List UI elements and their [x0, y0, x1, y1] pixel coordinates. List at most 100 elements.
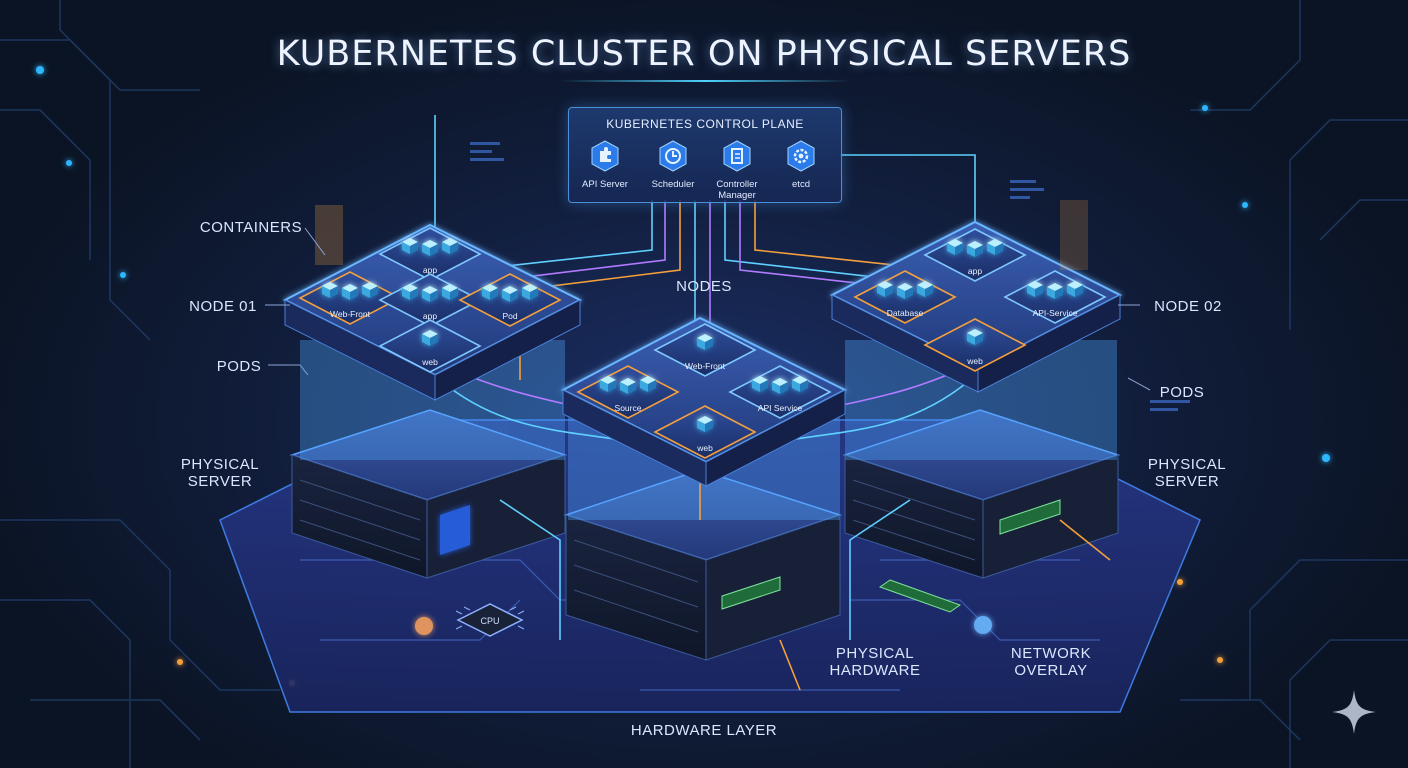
background-nodes: [36, 66, 1330, 462]
node-02-platform: [829, 220, 1123, 393]
container-cube-icon: [877, 281, 893, 297]
container-cube-icon: [422, 286, 438, 302]
cp-etcd: etcd: [769, 140, 833, 190]
label-hardware-layer: HARDWARE LAYER: [630, 722, 778, 739]
cp-controller-manager: Controller Manager: [705, 140, 769, 201]
label-pods-left: PODS: [216, 358, 262, 375]
container-cube-icon: [422, 330, 438, 346]
center-node-platform: [560, 316, 848, 487]
orange-glow-right: [1060, 200, 1088, 270]
pod-label: Source: [615, 403, 642, 413]
puzzle-icon: [591, 140, 619, 172]
container-cube-icon: [640, 376, 656, 392]
server-right: [842, 409, 1121, 579]
container-cube-icon: [917, 281, 933, 297]
pod-label: Web-Front: [330, 309, 371, 319]
cp-controller-manager-label: Controller Manager: [716, 179, 758, 201]
container-cube-icon: [1047, 283, 1063, 299]
container-cube-icon: [772, 378, 788, 394]
pod-center-node-3: web: [653, 405, 757, 459]
label-containers: CONTAINERS: [199, 219, 303, 236]
cp-etcd-label: etcd: [792, 179, 810, 190]
container-cube-icon: [620, 378, 636, 394]
container-cube-icon: [987, 239, 1003, 255]
title-underline: [560, 80, 850, 82]
orange-glow-left: [315, 205, 343, 265]
container-cube-icon: [342, 284, 358, 300]
container-cube-icon: [1067, 281, 1083, 297]
pod-node-02-2: API-Service: [1003, 270, 1107, 324]
cp-api-server-label: API Server: [582, 179, 628, 190]
container-cube-icon: [402, 238, 418, 254]
container-cube-icon: [1027, 281, 1043, 297]
control-plane-title: KUBERNETES CONTROL PLANE: [606, 117, 804, 131]
container-cube-icon: [402, 284, 418, 300]
cpu-label: CPU: [480, 616, 499, 626]
clock-icon: [659, 140, 687, 172]
server-center: [563, 469, 843, 661]
pod-node-02-0: app: [923, 228, 1027, 282]
container-cube-icon: [482, 284, 498, 300]
cp-scheduler: Scheduler: [641, 140, 705, 190]
pod-label: app: [423, 311, 437, 321]
label-network-overlay: NETWORK OVERLAY: [1010, 645, 1092, 679]
pod-label: web: [421, 357, 438, 367]
pod-node-01-4: web: [378, 319, 482, 373]
pod-node-02-1: Database: [853, 270, 957, 324]
pod-label: web: [696, 443, 713, 453]
pod-node-01-3: Pod: [458, 273, 562, 327]
gear-icon: [787, 140, 815, 172]
sparkle-icon: [1332, 690, 1376, 734]
pod-label: Pod: [502, 311, 517, 321]
container-cube-icon: [322, 282, 338, 298]
decorative-bars: [470, 142, 1190, 411]
cpu-chip: [455, 603, 525, 637]
container-cube-icon: [967, 241, 983, 257]
pod-center-node-2: API Service: [728, 365, 832, 419]
label-node-02: NODE 02: [1154, 298, 1222, 315]
server-left: [289, 409, 568, 579]
container-cube-icon: [442, 284, 458, 300]
pod-label: Web-Front: [685, 361, 726, 371]
container-cube-icon: [697, 334, 713, 350]
label-pods-right: PODS: [1159, 384, 1205, 401]
pod-label: API Service: [758, 403, 803, 413]
pod-label: web: [966, 356, 983, 366]
label-node-01: NODE 01: [189, 298, 257, 315]
callout-lines: [265, 227, 1151, 391]
container-cube-icon: [502, 286, 518, 302]
pod-node-01-2: app: [378, 273, 482, 327]
pod-label: Database: [887, 308, 924, 318]
container-cube-icon: [947, 239, 963, 255]
container-cube-icon: [522, 284, 538, 300]
container-cube-icon: [792, 376, 808, 392]
pod-center-node-1: Source: [576, 365, 680, 419]
control-plane-box: KUBERNETES CONTROL PLANE API Server Sche…: [568, 107, 842, 203]
label-nodes: NODES: [676, 278, 732, 295]
label-physical-hardware: PHYSICAL HARDWARE: [829, 645, 921, 679]
label-physical-server-right: PHYSICAL SERVER: [1147, 456, 1227, 490]
container-cube-icon: [442, 238, 458, 254]
container-cube-icon: [362, 282, 378, 298]
pod-node-01-0: app: [378, 227, 482, 281]
container-cube-icon: [752, 376, 768, 392]
container-cube-icon: [697, 416, 713, 432]
container-cube-icon: [422, 240, 438, 256]
document-icon: [723, 140, 751, 172]
pod-center-node-0: Web-Front: [653, 323, 757, 377]
container-cube-icon: [967, 329, 983, 345]
container-cube-icon: [897, 283, 913, 299]
ram-stick: [878, 579, 962, 613]
pod-node-02-3: web: [923, 318, 1027, 372]
pod-label: app: [423, 265, 437, 275]
cp-api-server: API Server: [573, 140, 637, 190]
label-physical-server-left: PHYSICAL SERVER: [180, 456, 260, 490]
container-cube-icon: [600, 376, 616, 392]
cp-scheduler-label: Scheduler: [651, 179, 695, 190]
pod-node-01-1: Web-Front: [298, 271, 402, 325]
page-title: KUBERNETES CLUSTER ON PHYSICAL SERVERS: [276, 34, 1132, 74]
